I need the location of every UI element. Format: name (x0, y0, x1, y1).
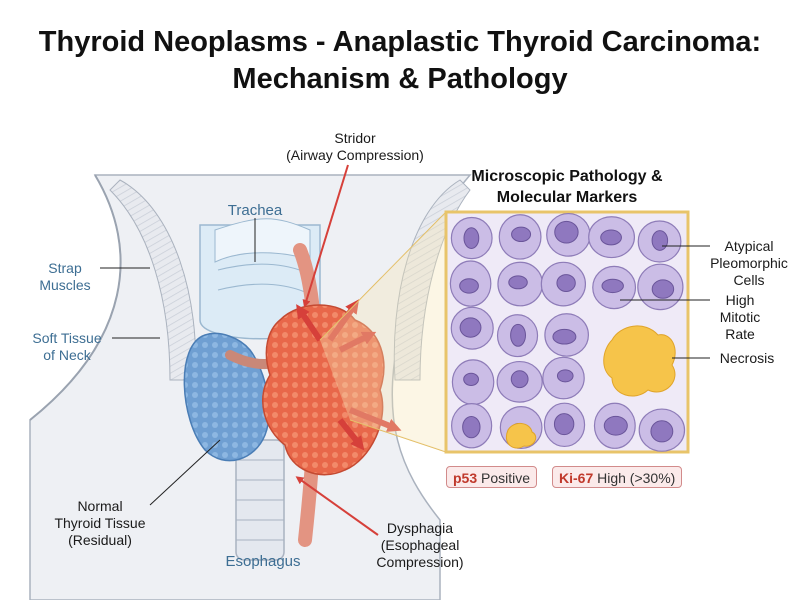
cell-nucleus (600, 229, 622, 246)
cell-nucleus (603, 415, 628, 436)
micro-leaders (620, 245, 710, 359)
necrosis-label: Necrosis (719, 350, 775, 366)
pleomorphic-cells (449, 212, 686, 452)
necrosis-area (506, 325, 676, 449)
zoom-wedge (320, 212, 446, 452)
cell-nucleus (463, 227, 480, 250)
page-subtitle: Mechanism & Pathology (232, 63, 568, 95)
cell-nucleus (554, 220, 579, 244)
cell-nucleus (601, 278, 624, 294)
trachea-shape (199, 218, 321, 340)
p53-name: p53 (453, 470, 478, 486)
cell-nucleus (508, 275, 528, 290)
cell-nucleus (510, 323, 526, 347)
cell-nucleus (463, 372, 480, 386)
dysphagia-arrow (295, 476, 379, 536)
cell-nucleus (459, 317, 482, 338)
cell-nucleus (650, 420, 674, 443)
micro-panel-title: Microscopic Pathology &Molecular Markers (471, 168, 663, 206)
zoom-connectors (319, 211, 447, 453)
trachea-label: Trachea (227, 202, 283, 219)
anatomy-leaders (100, 218, 256, 506)
cell-nucleus (459, 278, 479, 294)
ki67-value: High (>30%) (597, 470, 676, 486)
cell-nucleus (553, 413, 575, 436)
invasion-arrows (296, 299, 402, 451)
esophagus-shape (235, 439, 285, 561)
p53-badge: p53 Positive (446, 466, 538, 488)
cell-nucleus (651, 279, 675, 299)
ki67-badge: Ki-67 High (>30%) (552, 466, 683, 488)
ki67-name: Ki-67 (559, 470, 594, 486)
page-title: Thyroid Neoplasms - Anaplastic Thyroid C… (38, 26, 762, 58)
cell-nucleus (462, 415, 481, 439)
esophagus-label: Esophagus (225, 553, 301, 570)
cell-nucleus (552, 328, 577, 345)
cell-nucleus (556, 369, 574, 383)
stridor-arrow (302, 164, 349, 308)
p53-value: Positive (481, 470, 531, 486)
cell-nucleus (511, 226, 532, 243)
cell-nucleus (651, 230, 669, 251)
cell-nucleus (556, 274, 576, 293)
stridor-label: Stridor(Airway Compression) (286, 130, 424, 163)
cell-nucleus (510, 370, 529, 389)
